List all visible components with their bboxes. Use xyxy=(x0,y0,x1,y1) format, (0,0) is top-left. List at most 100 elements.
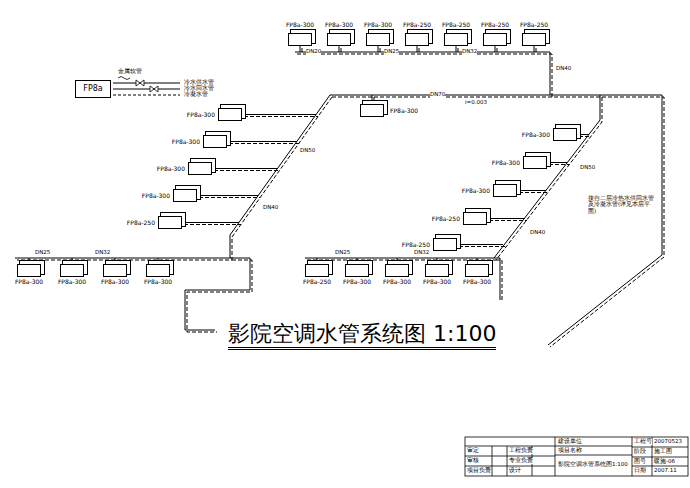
pipe-label: DN25 xyxy=(35,250,50,256)
detail-condensate-pipe xyxy=(113,95,180,96)
pipe-label: DN32 xyxy=(462,49,477,55)
pipe-label: DN32 xyxy=(95,250,110,256)
fan-coil-unit-symbol xyxy=(288,33,312,46)
unit-label: FP8a-250 xyxy=(403,22,431,28)
pipe-label: DN50 xyxy=(580,165,595,171)
pipe-label: DN70 xyxy=(430,92,445,98)
fan-coil-unit-symbol xyxy=(17,264,41,277)
pipe-label: 冷凝水管 xyxy=(184,92,208,98)
fan-coil-unit-symbol xyxy=(305,264,329,277)
title-block-cell: 设计 xyxy=(509,468,521,474)
fan-coil-unit: FP8a-250 xyxy=(517,22,551,46)
fan-coil-unit-symbol xyxy=(345,264,369,277)
unit-label: FP8a-300 xyxy=(390,108,418,114)
unit-label: FP8a-300 xyxy=(383,279,411,285)
title-block-cell: 项目负责 xyxy=(467,468,491,474)
fan-coil-unit: FP8a-300 xyxy=(460,184,517,197)
fan-coil-unit: FP8a-300 xyxy=(420,264,454,285)
title-block-cell: 日期 xyxy=(634,468,646,474)
unit-label: FP8a xyxy=(83,85,102,93)
title-block-cell: 影院空调水管系统图1:100 xyxy=(558,462,628,468)
fan-coil-unit: FP8a-250 xyxy=(430,212,487,225)
pipe-label: DN50 xyxy=(300,148,315,154)
fan-coil-unit: FP8a-300 xyxy=(360,104,418,117)
unit-label: FP8a-300 xyxy=(520,132,550,138)
unit-label: FP8a-300 xyxy=(364,22,392,28)
pipe-label: DN40 xyxy=(263,205,278,211)
fan-coil-unit-symbol xyxy=(158,216,182,229)
fan-coil-unit: FP8a-250 xyxy=(125,216,182,229)
fan-coil-unit-symbol xyxy=(103,264,127,277)
fan-coil-unit: FP8a-300 xyxy=(140,189,197,202)
fan-coil-unit-symbol xyxy=(360,104,384,117)
title-block-cell: 施工图 xyxy=(654,449,672,455)
fan-coil-unit-symbol xyxy=(465,264,489,277)
fan-coil-unit-detail: FP8a xyxy=(75,80,111,98)
pipe-label: DN20 xyxy=(306,49,321,55)
note-text: 接自二层冷热水供回水管及冷凝水管(详见本层平面) xyxy=(588,195,656,214)
fan-coil-unit: FP8a-300 xyxy=(12,264,46,285)
fan-coil-unit: FP8a-300 xyxy=(520,128,577,141)
title-block-grid xyxy=(632,447,688,466)
title-block-column xyxy=(555,437,652,476)
fan-coil-unit: FP8a-300 xyxy=(170,135,227,148)
fan-coil-unit: FP8a-300 xyxy=(155,162,212,175)
fan-coil-unit: FP8a-300 xyxy=(490,156,547,169)
pipe-label: DN25 xyxy=(335,250,350,256)
pipe-label: 金属软管 xyxy=(118,69,142,75)
title-block-cell: 建设单位 xyxy=(558,439,582,445)
unit-label: FP8a-250 xyxy=(303,279,331,285)
unit-label: FP8a-300 xyxy=(140,193,170,199)
fan-coil-unit-symbol xyxy=(553,128,577,141)
fan-coil-unit-symbol xyxy=(327,33,351,46)
pipe-label: DN40 xyxy=(556,66,571,72)
pipe-label: 冷水回水管 xyxy=(184,86,214,92)
fan-coil-unit-symbol xyxy=(433,238,457,251)
detail-pipe xyxy=(113,83,180,89)
fan-coil-unit-symbol xyxy=(493,184,517,197)
unit-label: FP8a-250 xyxy=(400,242,430,248)
unit-label: FP8a-300 xyxy=(185,112,215,118)
fan-coil-unit-symbol xyxy=(188,162,212,175)
fan-coil-unit: FP8a-300 xyxy=(98,264,132,285)
fan-coil-unit: FP8a-250 xyxy=(478,22,512,46)
fan-coil-unit-symbol xyxy=(405,33,429,46)
unit-label: FP8a-250 xyxy=(125,220,155,226)
unit-label: FP8a-300 xyxy=(15,279,43,285)
fan-coil-unit: FP8a-300 xyxy=(322,22,356,46)
fan-coil-unit-symbol xyxy=(60,264,84,277)
unit-label: FP8a-300 xyxy=(155,166,185,172)
title-block-cell: 工程负责 xyxy=(509,448,533,454)
unit-label: FP8a-250 xyxy=(430,216,460,222)
title-block-cell: 20070523 xyxy=(654,439,682,445)
pipe-label: i=0.003 xyxy=(465,100,487,106)
fan-coil-unit-symbol xyxy=(203,135,227,148)
unit-label: FP8a-300 xyxy=(144,279,172,285)
title-block-frame xyxy=(465,437,688,476)
fan-coil-unit: FP8a-300 xyxy=(361,22,395,46)
title-block-border xyxy=(465,437,688,476)
title-block-cell: 审核 xyxy=(467,458,479,464)
fan-coil-unit: FP8a-300 xyxy=(340,264,374,285)
fan-coil-unit-symbol xyxy=(444,33,468,46)
title-block-cell: 工程号 xyxy=(634,439,652,445)
pipe-label: DN25 xyxy=(384,49,399,55)
unit-label: FP8a-250 xyxy=(520,22,548,28)
drawing-title: 影院空调水管系统图 1:100 xyxy=(228,322,496,350)
title-block-cell: 2007.11 xyxy=(654,468,677,474)
fan-coil-unit-symbol xyxy=(173,189,197,202)
title-block-cell: 专业负责 xyxy=(509,458,533,464)
fan-coil-unit-symbol xyxy=(483,33,507,46)
unit-label: FP8a-300 xyxy=(423,279,451,285)
unit-label: FP8a-250 xyxy=(442,22,470,28)
fan-coil-unit: FP8a-250 xyxy=(439,22,473,46)
fan-coil-unit: FP8a-300 xyxy=(141,264,175,285)
fan-coil-unit: FP8a-300 xyxy=(185,108,242,121)
unit-label: FP8a-300 xyxy=(170,139,200,145)
unit-label: FP8a-250 xyxy=(481,22,509,28)
fan-coil-unit-symbol xyxy=(523,156,547,169)
title-block-cell: 暖施-06 xyxy=(654,459,675,465)
return-pipe xyxy=(17,48,664,347)
